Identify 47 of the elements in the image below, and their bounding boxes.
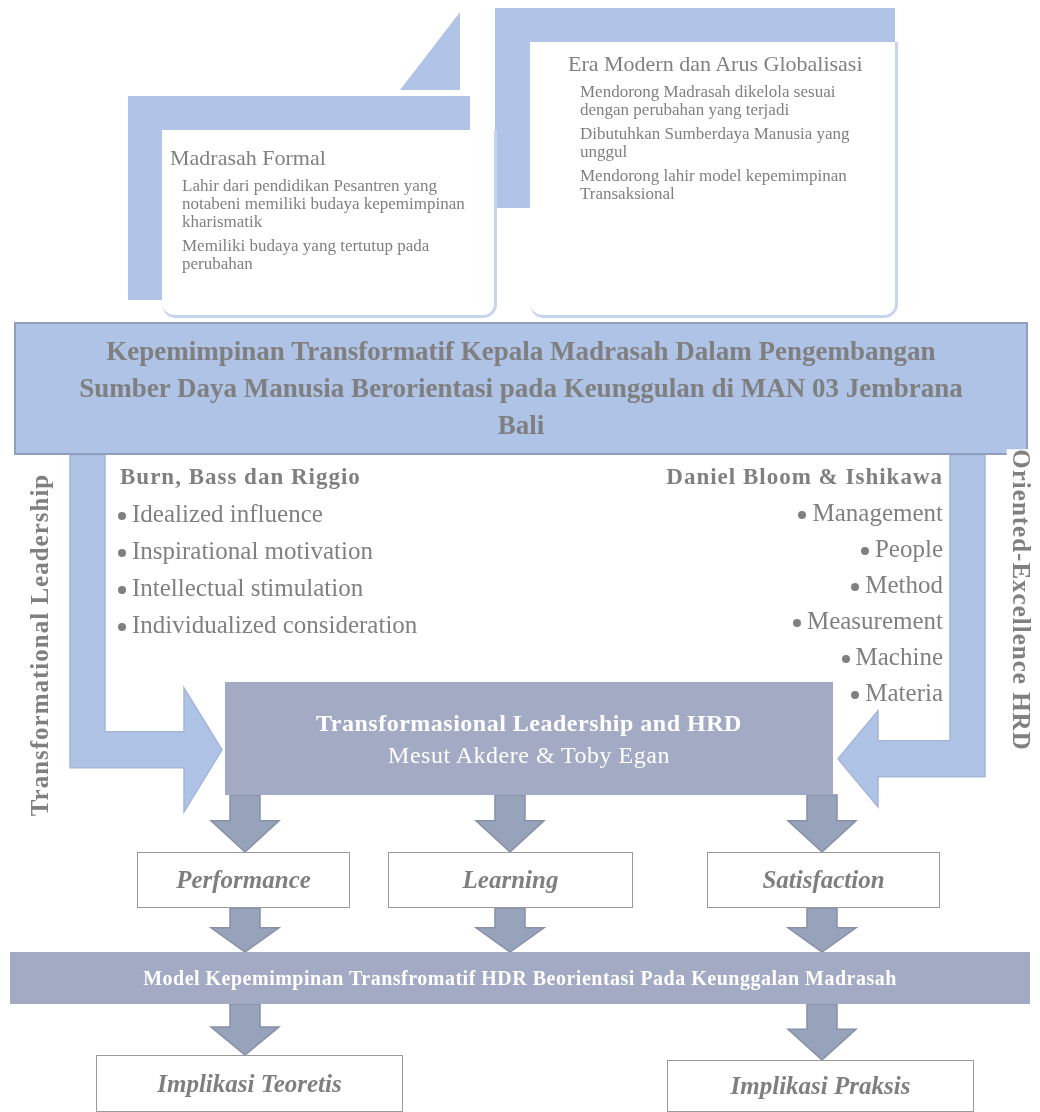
bullet-item: Machine: [841, 638, 943, 675]
outcome-box: [137, 852, 350, 908]
column-heading: Daniel Bloom & Ishikawa: [666, 463, 943, 491]
bullet-text: Mendorong lahir model kepemimpinan Transaksional: [580, 167, 848, 203]
bullet-item: Materia: [851, 674, 943, 711]
block-arrow: [208, 907, 282, 953]
outcome-label: Learning: [462, 866, 559, 894]
outcome-box: [96, 1055, 403, 1112]
bullet-text: Mendorong Madrasah dikelola sesuai dengan perubahan yang terjadi: [580, 83, 837, 119]
box-heading: Transformasional Leadership and HRD: [316, 708, 742, 738]
outcome-box: [707, 852, 940, 908]
bullet-text: Dibutuhkan Sumberdaya Manusia yang unggul: [580, 125, 851, 161]
bullet-item: Measurement: [792, 602, 943, 639]
outcome-box: [388, 852, 633, 908]
block-arrow: [837, 454, 986, 809]
text-card: [162, 130, 497, 318]
block-arrow: [474, 794, 546, 854]
bullet-text: Lahir dari pendidikan Pesantren yang notabeni memiliki budaya kepemimpinan kharismatik: [182, 177, 466, 231]
text-card: [530, 42, 898, 318]
bullet-item: People: [860, 530, 943, 567]
bullet-item: Inspirational motivation: [118, 532, 373, 569]
block-arrow: [473, 907, 547, 953]
block-arrow: [786, 1003, 858, 1061]
outcome-box: [667, 1060, 974, 1112]
outcome-label: Performance: [176, 866, 311, 894]
bullet-item: Intellectual stimulation: [118, 569, 364, 606]
card-heading: Madrasah Formal: [170, 144, 327, 171]
bullet-item: Method: [851, 566, 943, 603]
outcome-label: Implikasi Praksis: [730, 1072, 911, 1100]
block-arrow: [209, 794, 281, 854]
outcome-label: Satisfaction: [762, 866, 885, 894]
band-text: Model Kepemimpinan Transfromatif HDR Beorientasi Pada Keunggalan Madrasah: [143, 966, 897, 990]
bullet-item: Idealized influence: [118, 495, 323, 532]
title-text: Kepemimpinan Transformatif Kepala Madrasah Dalam Pengembangan Sumber Daya Manusia Berorientasi pada Keunggulan di MAN 03 Jembrana Bali: [78, 335, 964, 442]
author-text: Mesut Akdere & Toby Egan: [388, 740, 670, 770]
block-arrow: [785, 907, 859, 953]
block-arrow: [786, 794, 858, 854]
card-heading: Era Modern dan Arus Globalisasi: [568, 50, 864, 77]
outcome-label: Implikasi Teoretis: [157, 1069, 342, 1098]
bullet-item: Management: [798, 494, 943, 531]
bullet-item: Individualized consideration: [118, 606, 418, 643]
process-box: [225, 682, 833, 795]
block-arrow: [69, 454, 223, 815]
result-band: [10, 952, 1030, 1004]
column-heading: Burn, Bass dan Riggio: [120, 463, 361, 491]
block-arrow: [208, 1003, 282, 1056]
bullet-text: Memiliki budaya yang tertutup pada perubahan: [182, 237, 431, 273]
